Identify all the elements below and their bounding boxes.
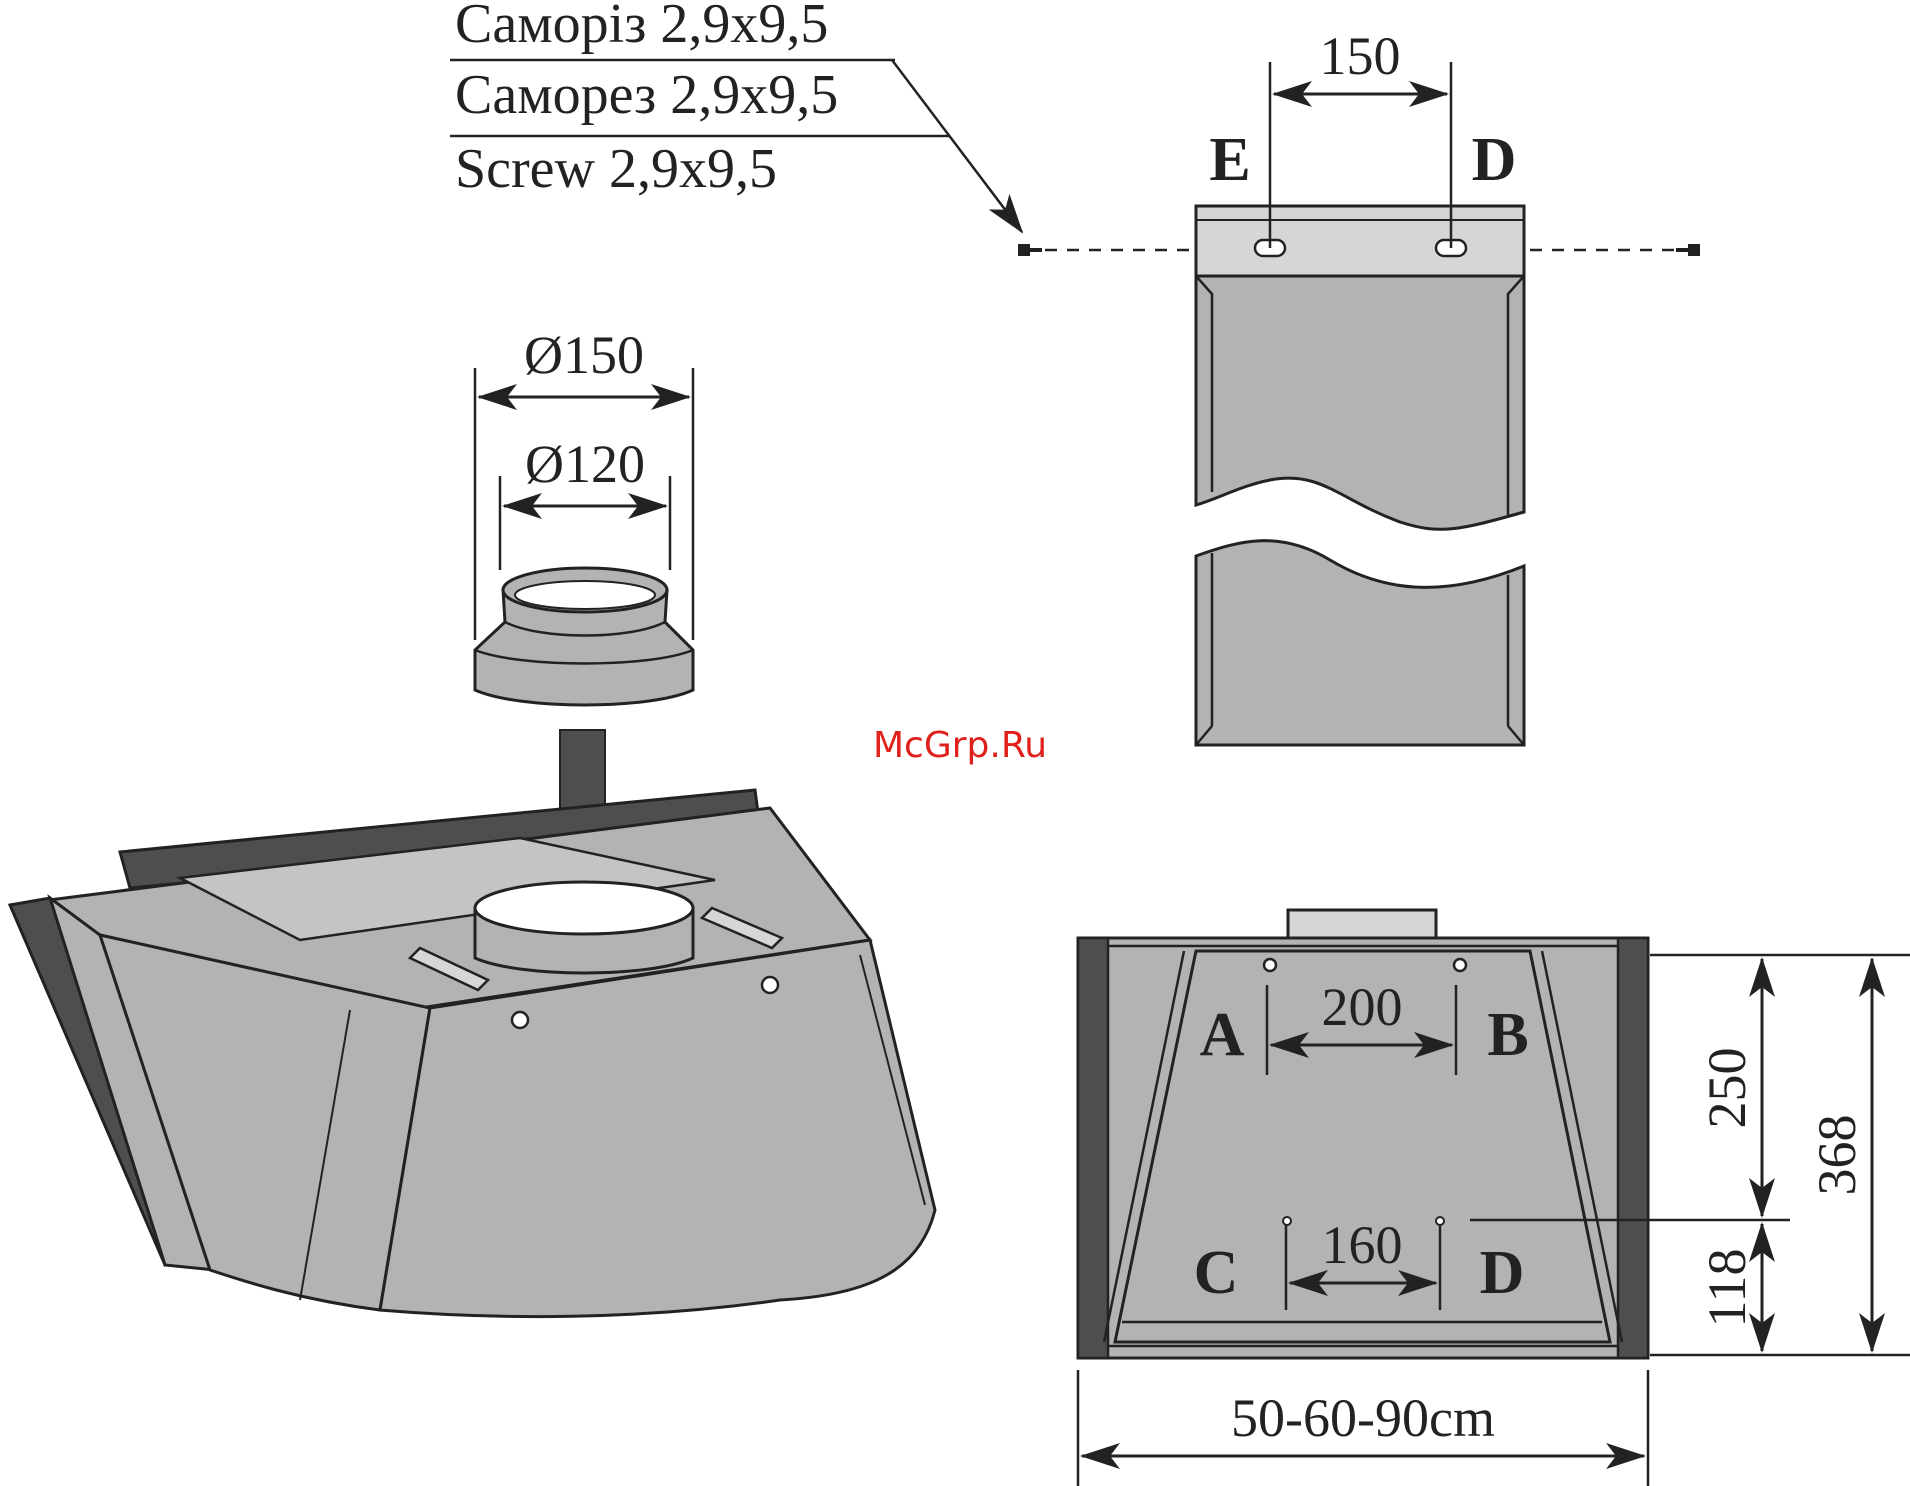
duct-label-e: E — [1209, 126, 1250, 194]
flange-outer-diameter: Ø150 — [524, 325, 644, 385]
label-d: D — [1480, 1239, 1525, 1307]
screw-label-russian: Саморез 2,9х9,5 — [455, 64, 838, 126]
screw-label-english: Screw 2,9х9,5 — [455, 138, 777, 200]
width-dimension: 50-60-90cm — [1231, 1388, 1495, 1448]
top-holes-spacing: 200 — [1322, 977, 1403, 1037]
label-c: C — [1194, 1239, 1239, 1307]
height-lower: 118 — [1697, 1249, 1757, 1328]
screw-label-ukrainian: Саморіз 2,9х9,5 — [455, 0, 828, 55]
duct-hole-spacing: 150 — [1320, 26, 1401, 86]
screw-callout: Саморіз 2,9х9,5 Саморез 2,9х9,5 Screw 2,… — [450, 0, 1022, 232]
screw-leader-line — [892, 60, 1022, 232]
flange-inner-diameter: Ø120 — [525, 434, 645, 494]
watermark-text: McGrp.Ru — [873, 725, 1047, 766]
duct-cover — [1196, 206, 1524, 745]
screw-right-icon — [1676, 244, 1700, 256]
hood-body — [10, 790, 935, 1317]
duct-label-d: D — [1472, 126, 1517, 194]
height-upper: 250 — [1697, 1048, 1757, 1129]
screw-left-icon — [1018, 244, 1042, 256]
label-a: A — [1200, 1001, 1245, 1069]
height-total: 368 — [1807, 1115, 1867, 1196]
bottom-holes-spacing: 160 — [1322, 1215, 1403, 1275]
flange-adapter — [475, 568, 693, 705]
label-b: B — [1487, 1001, 1528, 1069]
